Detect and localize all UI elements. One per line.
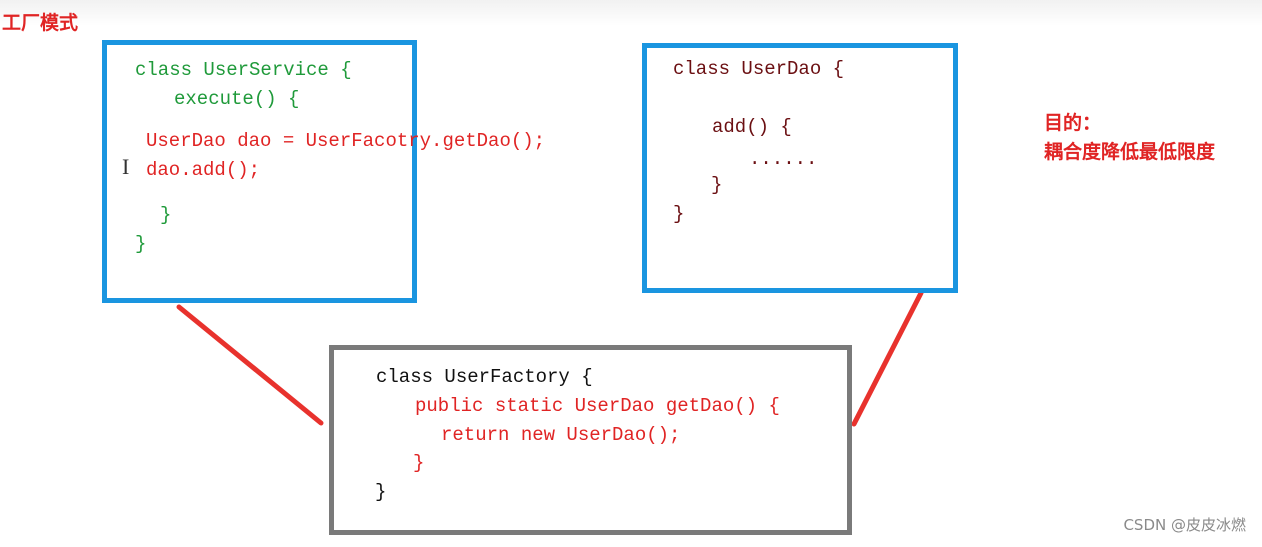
- user-service-inner-brace: }: [160, 204, 172, 226]
- user-service-add-line: dao.add();: [146, 159, 261, 181]
- user-factory-class-line: class UserFactory {: [376, 366, 593, 388]
- user-service-class-line: class UserService {: [135, 59, 352, 81]
- user-dao-body-line: ......: [749, 148, 818, 170]
- goal-label: 目的：: [1044, 112, 1102, 134]
- goal-text: 耦合度降低最低限度: [1044, 141, 1216, 163]
- user-dao-inner-brace: }: [711, 174, 723, 196]
- user-service-dao-line: UserDao dao = UserFacotry.getDao();: [146, 130, 546, 152]
- user-factory-return-line: return new UserDao();: [441, 424, 681, 446]
- user-factory-inner-brace: }: [413, 452, 425, 474]
- user-factory-outer-brace: }: [375, 481, 387, 503]
- connector-service-factory: [176, 304, 324, 426]
- connector-dao-factory: [851, 290, 924, 427]
- user-factory-method-line: public static UserDao getDao() {: [415, 395, 780, 417]
- user-dao-class-line: class UserDao {: [673, 58, 845, 80]
- watermark: CSDN @皮皮冰燃: [1123, 516, 1246, 534]
- user-service-outer-brace: }: [135, 233, 147, 255]
- user-dao-box: [642, 43, 958, 293]
- user-service-execute-line: execute() {: [174, 88, 300, 110]
- user-factory-box: [329, 345, 852, 535]
- page-title: 工厂模式: [2, 12, 79, 34]
- user-dao-add-line: add() {: [712, 116, 792, 138]
- text-cursor-icon: I: [122, 154, 130, 179]
- user-dao-outer-brace: }: [673, 203, 685, 225]
- user-service-box: [102, 40, 417, 303]
